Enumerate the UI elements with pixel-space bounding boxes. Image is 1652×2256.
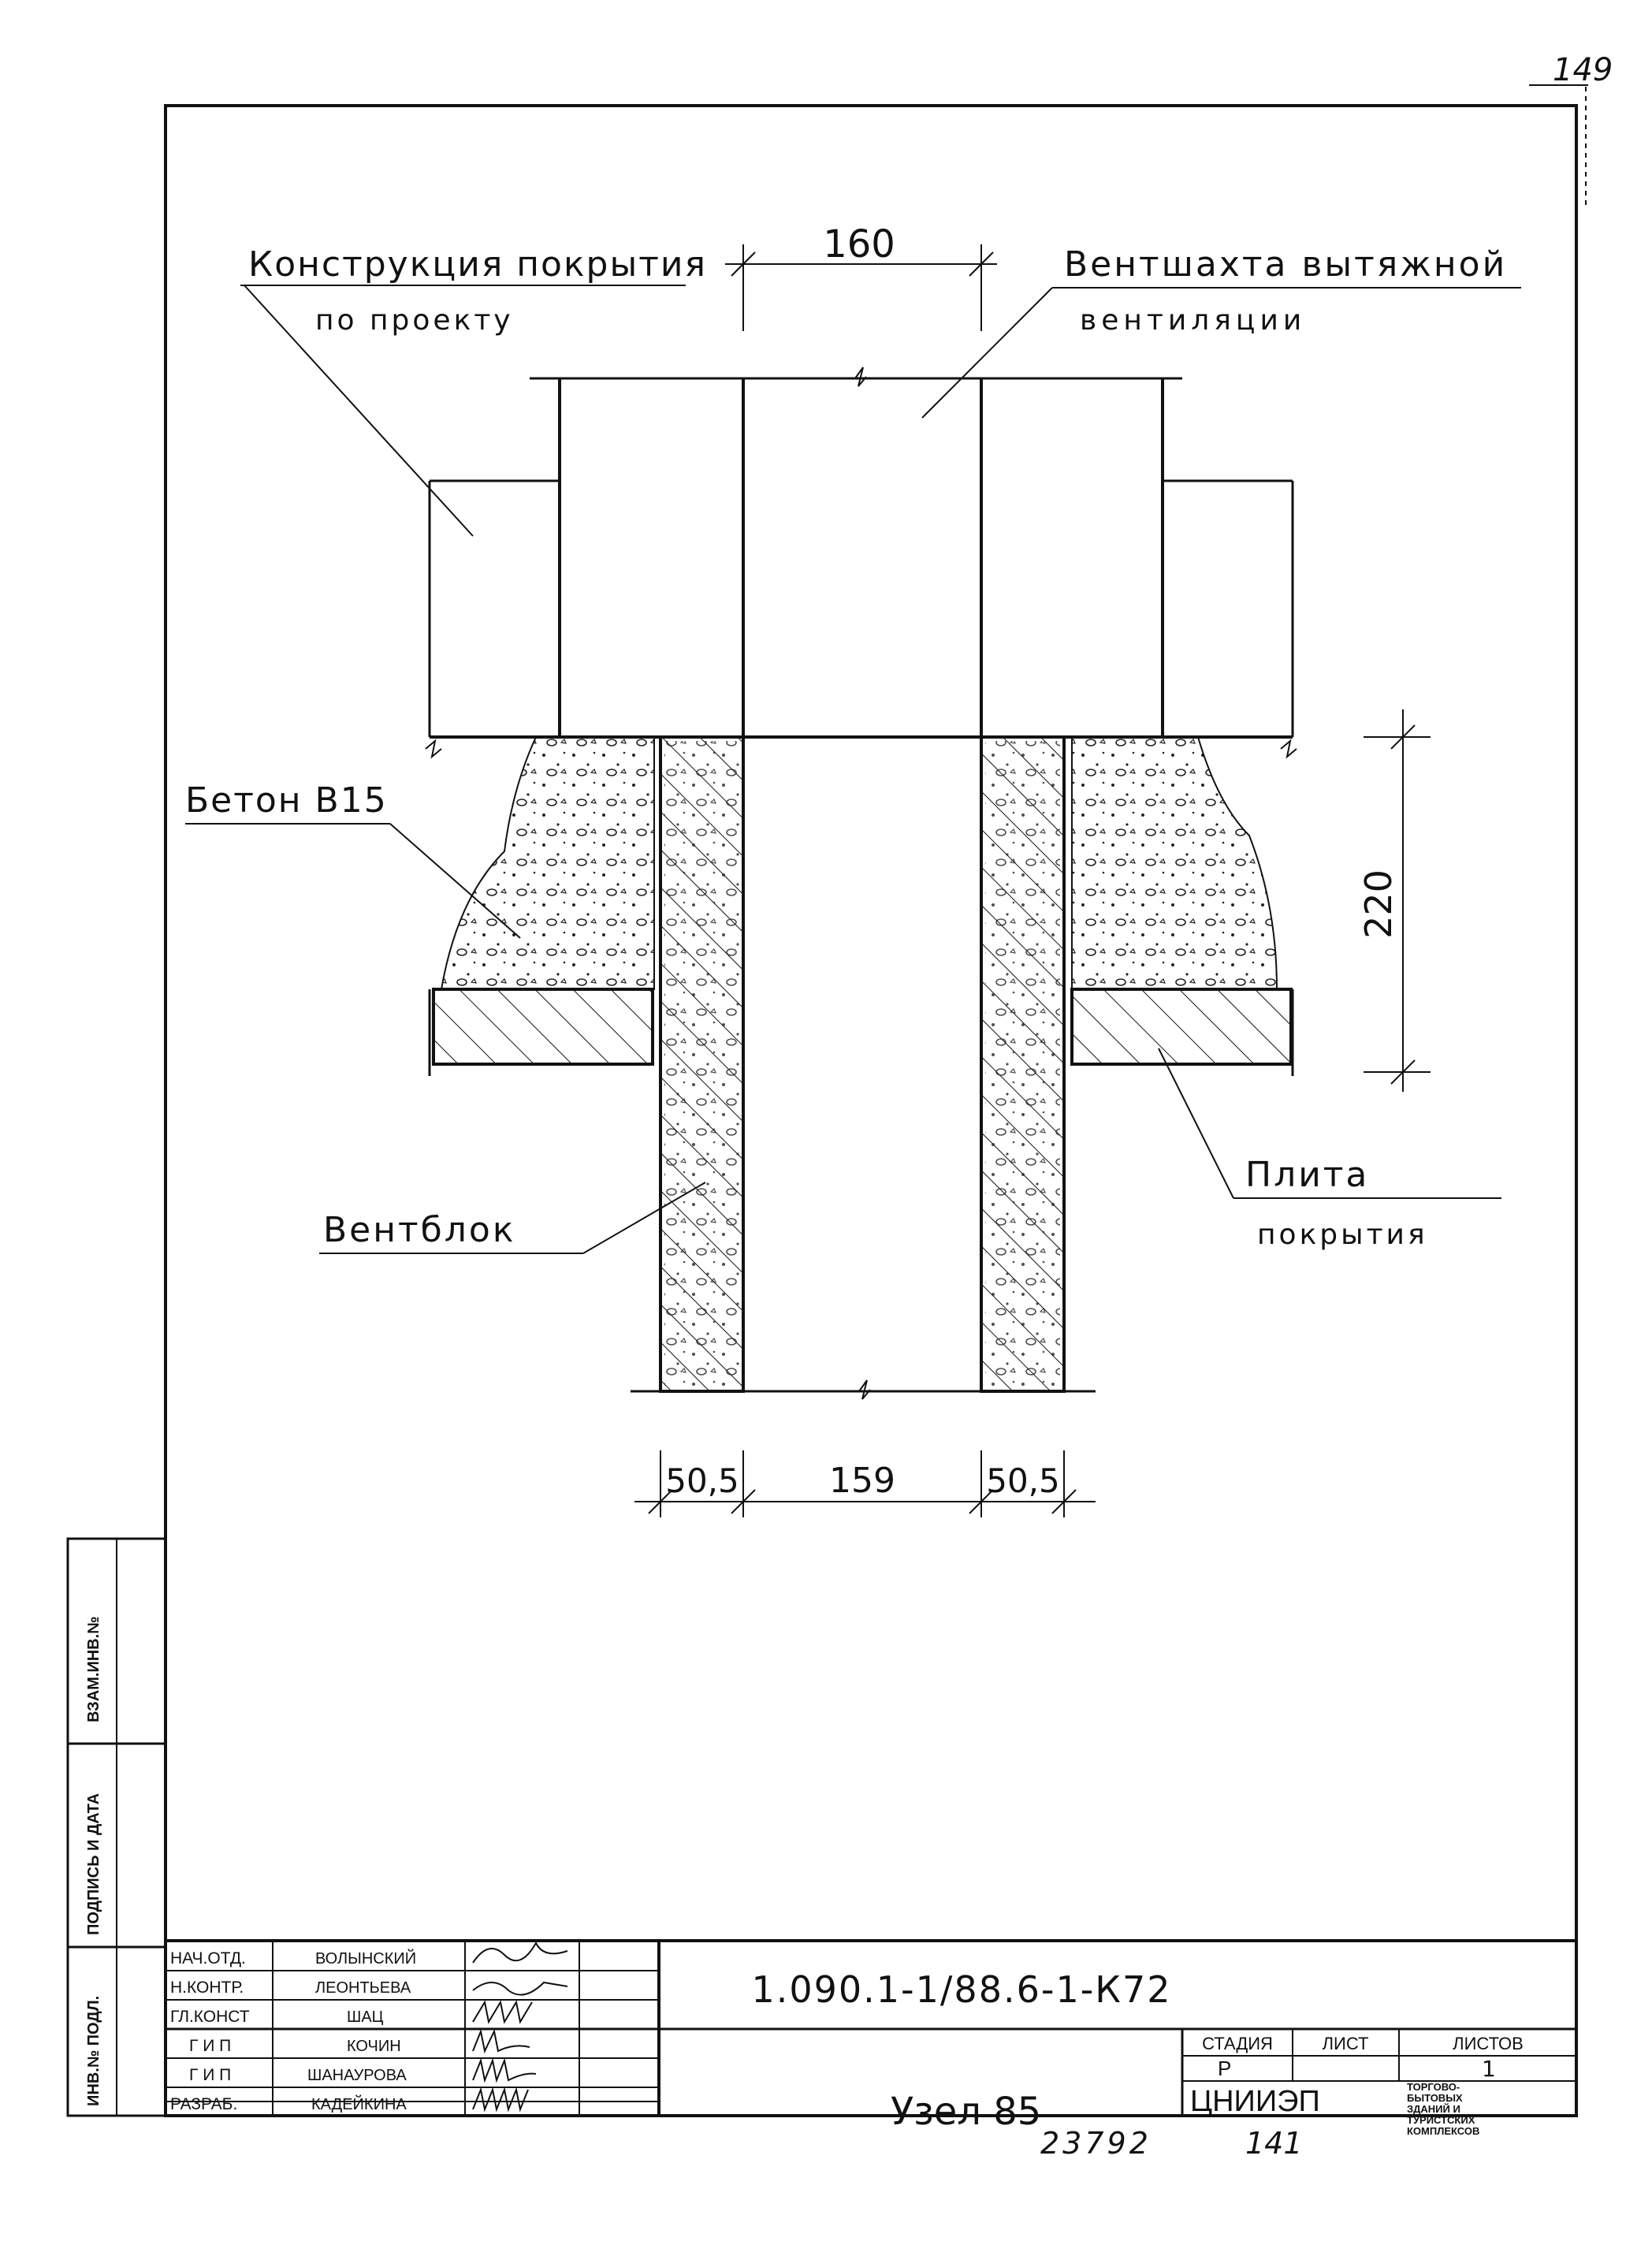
- header-sheets: ЛИСТОВ: [1453, 2034, 1524, 2053]
- svg-text:БЫТОВЫХ: БЫТОВЫХ: [1407, 2092, 1463, 2104]
- label-roof-structure: Конструкция покрытия: [248, 244, 707, 285]
- leader-lines: [185, 285, 1521, 1254]
- label-vent-block: Вентблок: [323, 1210, 515, 1250]
- side-stamp: ВЗАМ.ИНВ.№ ПОДПИСЬ И ДАТА ИНВ.№ ПОДЛ.: [66, 1537, 167, 2117]
- bottom-number-left: 23792: [1040, 2126, 1152, 2161]
- side-stamp-col2: ПОДПИСЬ И ДАТА: [85, 1793, 102, 1935]
- side-stamp-col1: ВЗАМ.ИНВ.№: [85, 1617, 102, 1722]
- staff-role: НАЧ.ОТД.: [170, 1949, 246, 1967]
- concrete-fill-right: [1071, 736, 1278, 990]
- label-vent-shaft: Вентшахта вытяжной: [1064, 244, 1507, 285]
- label-slab-2: покрытия: [1257, 1219, 1428, 1251]
- side-stamp-col3: ИНВ.№ ПОДЛ.: [85, 1996, 102, 2106]
- title-block: [166, 1939, 1576, 2116]
- header-stage: СТАДИЯ: [1202, 2034, 1273, 2053]
- label-vent-shaft-2: вентиляции: [1080, 304, 1306, 337]
- label-slab: Плита: [1245, 1155, 1369, 1195]
- staff-role: Г И П: [189, 2037, 231, 2055]
- staff-role: РАЗРАБ.: [170, 2095, 237, 2113]
- dimension-220: [1364, 709, 1431, 1092]
- header-sheet: ЛИСТ: [1323, 2034, 1369, 2053]
- svg-text:ЗДАНИЙ И: ЗДАНИЙ И: [1407, 2103, 1460, 2115]
- roof-slab-right: [1070, 988, 1293, 1066]
- dimension-220-label: 220: [1357, 869, 1400, 939]
- page-number: 149: [1553, 52, 1613, 88]
- dimension-160-label: 160: [823, 222, 895, 266]
- staff-role: ГЛ.КОНСТ: [170, 2008, 250, 2026]
- section-drawing: [425, 367, 1297, 1400]
- stage-value: Р: [1218, 2057, 1231, 2080]
- concrete-fill-left: [440, 736, 655, 990]
- sheets-value: 1: [1482, 2056, 1496, 2082]
- svg-text:КОМПЛЕКСОВ: КОМПЛЕКСОВ: [1407, 2125, 1479, 2137]
- staff-name: ШАЦ: [347, 2008, 384, 2026]
- staff-name: ШАНАУРОВА: [307, 2067, 407, 2084]
- org-note: ТОРГОВО- БЫТОВЫХ ЗДАНИЙ И ТУРИСТСКИХ КОМ…: [1407, 2081, 1479, 2137]
- svg-text:ТОРГОВО-: ТОРГОВО-: [1407, 2081, 1460, 2093]
- signatures: [472, 1941, 568, 2113]
- doc-name: Узел 85: [891, 2090, 1041, 2134]
- dimension-mid-label: 159: [829, 1461, 895, 1501]
- staff-name: ВОЛЫНСКИЙ: [315, 1949, 416, 1967]
- staff-name: КОЧИН: [347, 2038, 401, 2055]
- dimension-left-label: 50,5: [665, 1461, 739, 1500]
- sheet-frame: [164, 104, 1578, 2117]
- dimension-160: [725, 244, 997, 331]
- staff-name: ЛЕОНТЬЕВА: [315, 1979, 411, 1997]
- roof-slab-left: [432, 988, 654, 1066]
- dimension-right-label: 50,5: [986, 1461, 1060, 1500]
- org-name: ЦНИИЭП: [1190, 2085, 1320, 2118]
- staff-role: Г И П: [189, 2066, 231, 2084]
- doc-code: 1.090.1-1/88.6-1-К72: [751, 1968, 1171, 2011]
- staff-name: КАДЕЙКИНА: [311, 2094, 407, 2113]
- dimension-bottom-chain: [634, 1450, 1096, 1517]
- staff-table: НАЧ.ОТД. ВОЛЫНСКИЙ Н.КОНТР. ЛЕОНТЬЕВА ГЛ…: [170, 1949, 416, 2113]
- label-concrete: Бетон B15: [185, 780, 388, 821]
- label-roof-structure-2: по проекту: [315, 304, 514, 337]
- staff-role: Н.КОНТР.: [170, 1979, 244, 1997]
- bottom-number-right: 141: [1245, 2126, 1303, 2161]
- svg-text:ТУРИСТСКИХ: ТУРИСТСКИХ: [1407, 2114, 1475, 2126]
